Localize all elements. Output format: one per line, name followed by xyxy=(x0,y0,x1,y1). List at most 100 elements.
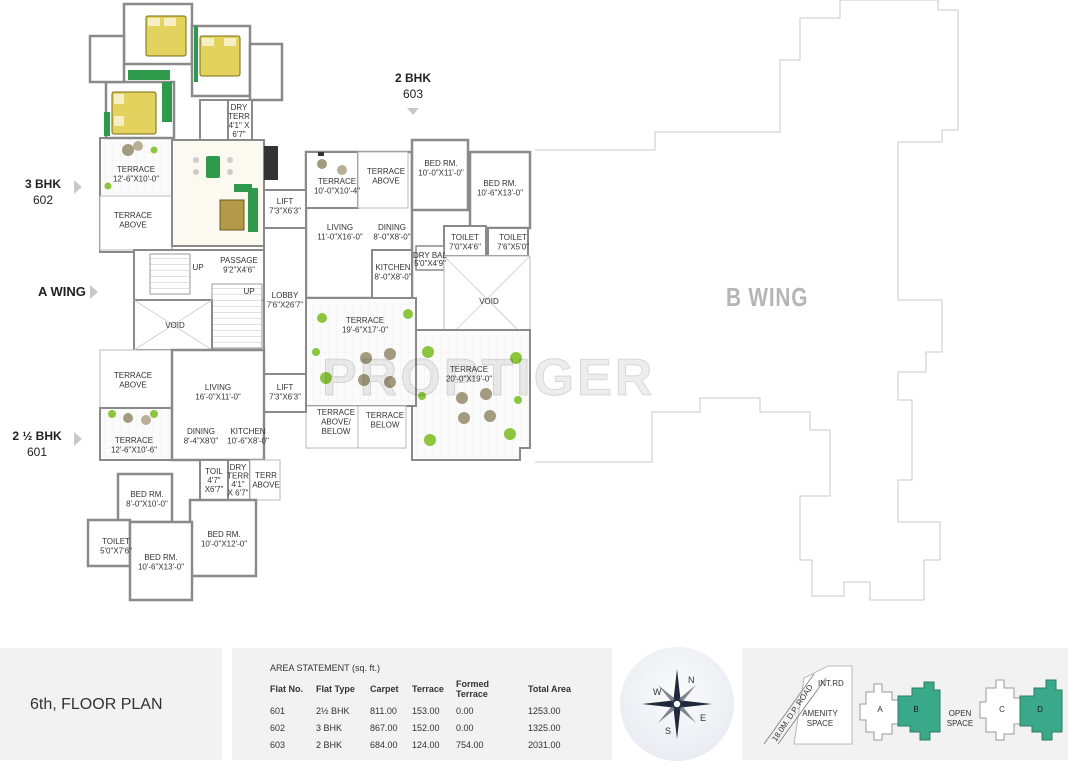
unit-number: 602 xyxy=(32,193,54,207)
wing-a-label: A WING xyxy=(38,284,86,299)
cell: 867.00 xyxy=(370,723,398,733)
room-label-dry-terr-602: DRY xyxy=(231,103,248,112)
amenity-label-2: SPACE xyxy=(807,719,834,728)
room-label-terrace-603: 10'-0"X10'-4" xyxy=(314,187,360,196)
room-label-dry-terr-602: 6'7" xyxy=(232,130,245,139)
room-label-terrace-below: BELOW xyxy=(371,421,400,430)
room-label-terr-above-601: ABOVE xyxy=(252,481,280,490)
room-label-toilet-603-b: 7'6"X5'0" xyxy=(497,243,529,252)
site-plan-diagram: 18.0M. D.P. ROAD INT.RD AMENITY SPACE OP… xyxy=(763,665,1063,745)
floor-plan-title: 6th, FLOOR PLAN xyxy=(30,696,163,713)
room-label-bed-601-a: BED RM. xyxy=(130,490,163,499)
room-label-passage: 9'2"X4'6" xyxy=(223,266,255,275)
room-label-terrace-above-below: TERRACE xyxy=(317,408,355,417)
open-space-label-2: SPACE xyxy=(947,719,974,728)
cell: 3 BHK xyxy=(316,723,343,733)
compass-star-icon xyxy=(642,669,712,739)
room-label-dining-603: DINING xyxy=(378,223,406,232)
compass-e: E xyxy=(700,713,707,723)
col-header: Formed Terrace xyxy=(456,679,490,699)
room-label-terrace-above-below: BELOW xyxy=(322,427,351,436)
room-label-dining-601: 8'-4"X8'0" xyxy=(184,437,219,446)
room-label-bed-601-b: 10'-0"X12'-0" xyxy=(201,540,247,549)
unit-label-602: 3 BHK 602 xyxy=(22,176,64,208)
room-label-bed-603-a: BED RM. xyxy=(424,159,457,168)
room-label-bed-601-c: 10'-6"X13'-0" xyxy=(138,563,184,572)
cell: 603 xyxy=(270,740,286,750)
unit-type: 2 ½ BHK xyxy=(12,429,62,443)
site-wing-a: A xyxy=(877,705,883,714)
cell: 684.00 xyxy=(370,740,398,750)
room-label-terrace-above-603: TERRACE xyxy=(367,167,405,176)
compass: N W E S xyxy=(620,647,734,761)
cell: 2½ BHK xyxy=(316,706,350,716)
area-statement-table: Flat No. Flat Type Carpet Terrace Formed… xyxy=(268,679,580,757)
cell: 2031.00 xyxy=(528,740,561,750)
arrow-right-icon xyxy=(74,432,82,446)
room-label-up-2: UP xyxy=(243,287,254,296)
unit-602 xyxy=(88,2,284,253)
room-label-toil-601: 4'7" xyxy=(207,476,220,485)
cell: 153.00 xyxy=(412,706,440,716)
b-wing-outline xyxy=(535,0,959,601)
room-label-dining-601: DINING xyxy=(187,427,215,436)
room-label-dining-603: 8'-0"X8'-0" xyxy=(373,233,410,242)
room-label-bed-603-b: 10'-6"X13'-0" xyxy=(477,189,523,198)
watermark: PROPTIGER xyxy=(321,349,656,408)
amenity-label-1: AMENITY xyxy=(802,709,838,718)
room-label-dry-bal-603: DRY BAL xyxy=(413,251,447,260)
room-label-bed-603-b: BED RM. xyxy=(483,179,516,188)
site-wing-b: B xyxy=(913,705,918,714)
compass-w: W xyxy=(653,687,662,697)
cell: 1253.00 xyxy=(528,706,561,716)
unit-603 xyxy=(304,138,532,461)
room-label-lift-2: 7'3"X6'3" xyxy=(269,393,301,402)
room-label-up-1: UP xyxy=(192,263,203,272)
col-header: Carpet xyxy=(370,684,399,694)
unit-type: 2 BHK xyxy=(394,71,431,85)
room-label-terrace-603: TERRACE xyxy=(318,177,356,186)
cell: 602 xyxy=(270,723,286,733)
unit-label-603: 2 BHK 603 xyxy=(392,70,434,102)
floor-plan-title-panel xyxy=(0,648,222,760)
site-wing-d: D xyxy=(1037,705,1043,714)
room-label-living-603: LIVING xyxy=(327,223,353,232)
room-label-terrace-above-602: ABOVE xyxy=(119,221,147,230)
cell: 0.00 xyxy=(456,723,474,733)
table-header-row: Flat No. Flat Type Carpet Terrace Formed… xyxy=(268,679,580,706)
room-label-bed-601-a: 8'-0"X10'-0" xyxy=(126,500,168,509)
room-label-lift-1: 7'3"X6'3" xyxy=(269,207,301,216)
room-label-dry-terr-601: DRY xyxy=(230,463,247,472)
room-label-toilet-603-a: TOILET xyxy=(451,233,479,242)
room-label-toil-601: X6'7" xyxy=(205,485,224,494)
room-label-terr-above-601: TERR xyxy=(255,471,277,480)
arrow-right-icon xyxy=(74,180,82,194)
room-label-terrace-above-601: TERRACE xyxy=(114,371,152,380)
arrow-down-icon xyxy=(407,108,419,115)
room-label-void-a: VOID xyxy=(165,321,185,330)
cell: 601 xyxy=(270,706,286,716)
room-label-living-601: LIVING xyxy=(205,383,231,392)
compass-n: N xyxy=(688,675,695,685)
room-label-bed-601-b: BED RM. xyxy=(207,530,240,539)
room-label-terrace-above-601: ABOVE xyxy=(119,381,147,390)
room-label-terrace-big-1: 19'-6"X17'-0" xyxy=(342,326,388,335)
compass-s: S xyxy=(665,726,672,736)
room-label-terrace-above-603: ABOVE xyxy=(372,177,400,186)
table-row: 601 2½ BHK 811.00 153.00 0.00 1253.00 xyxy=(268,706,580,723)
room-label-terrace-602: TERRACE xyxy=(117,165,155,174)
room-label-void-b: VOID xyxy=(479,297,499,306)
room-label-toilet-603-a: 7'0"X4'6" xyxy=(449,243,481,252)
room-label-living-601: 16'-0"X11'-0" xyxy=(195,393,241,402)
room-label-terrace-602: 12'-6"X10'-0" xyxy=(113,175,159,184)
col-header: Flat No. xyxy=(270,684,303,694)
cell: 152.00 xyxy=(412,723,440,733)
room-label-lift-2: LIFT xyxy=(277,383,294,392)
room-label-terrace-big-2: TERRACE xyxy=(450,365,488,374)
room-label-living-603: 11'-0"X16'-0" xyxy=(317,233,363,242)
col-header: Terrace xyxy=(412,684,444,694)
cell: 1325.00 xyxy=(528,723,561,733)
